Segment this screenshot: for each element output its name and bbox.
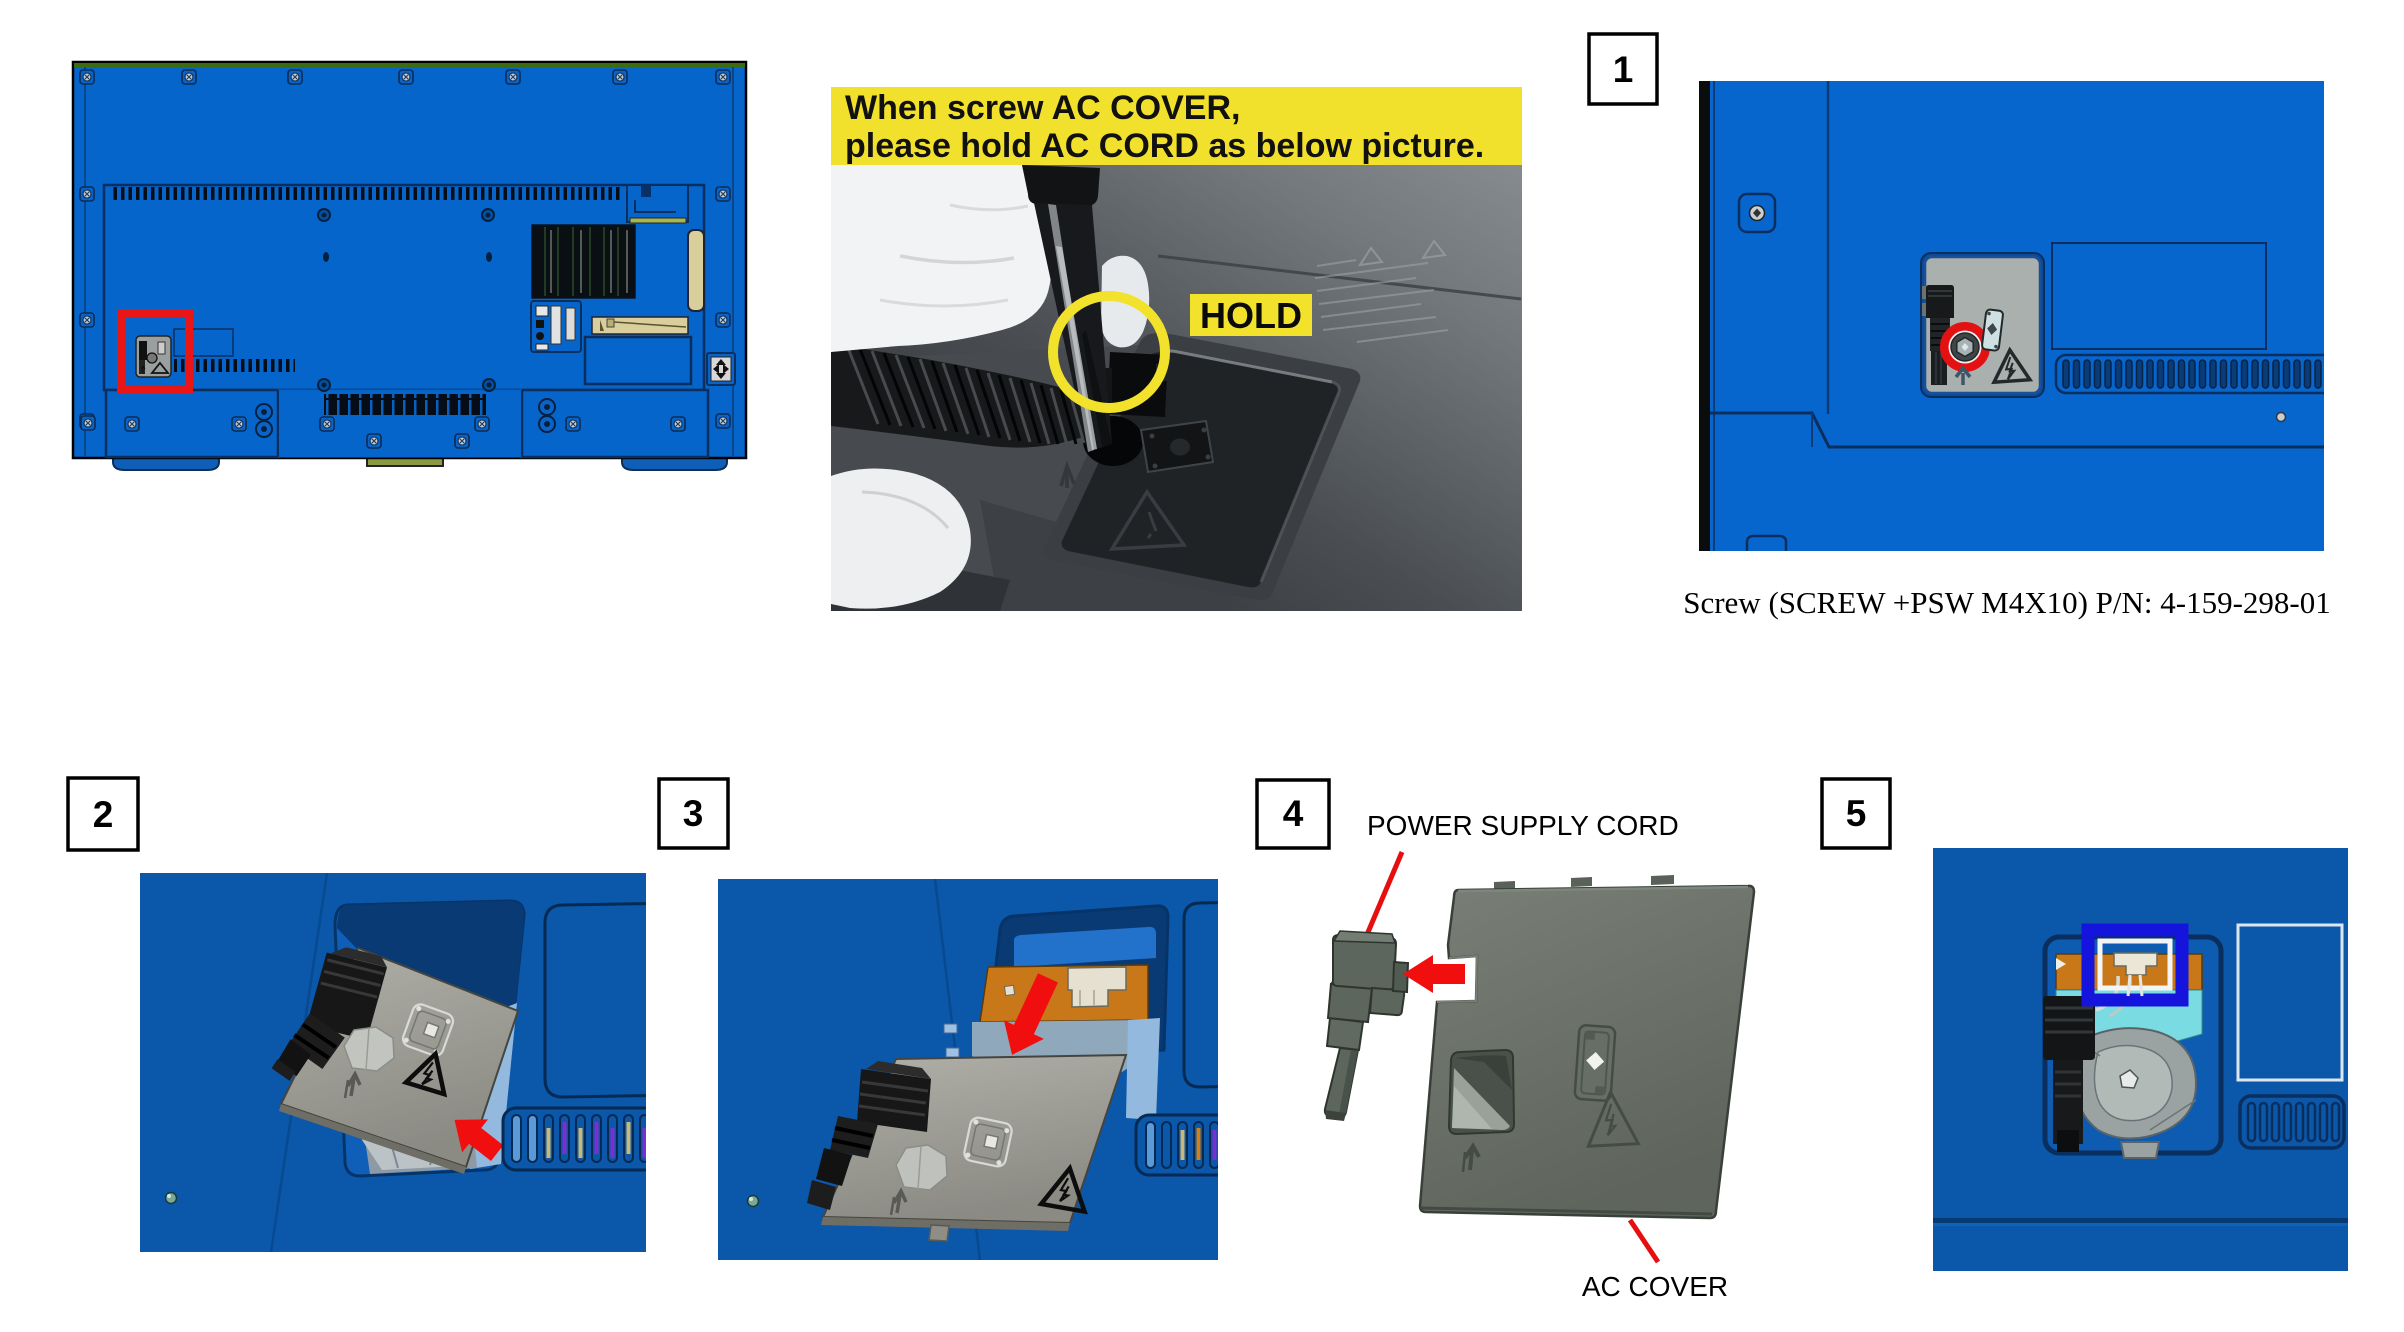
svg-text:1: 1 <box>1613 49 1634 90</box>
svg-text:AC COVER: AC COVER <box>1582 1271 1728 1302</box>
svg-text:4: 4 <box>1283 793 1304 834</box>
svg-text:5: 5 <box>1846 793 1867 834</box>
svg-text:please hold AC CORD as below p: please hold AC CORD as below picture. <box>845 127 1484 165</box>
svg-text:When screw AC COVER,: When screw AC COVER, <box>845 89 1240 127</box>
svg-text:Screw (SCREW +PSW M4X10) P/N:: Screw (SCREW +PSW M4X10) P/N: 4-159-298-… <box>1683 585 2331 620</box>
svg-text:2: 2 <box>93 794 114 835</box>
svg-text:HOLD: HOLD <box>1200 295 1302 336</box>
svg-text:3: 3 <box>683 793 704 834</box>
svg-text:POWER SUPPLY CORD: POWER SUPPLY CORD <box>1367 810 1679 841</box>
